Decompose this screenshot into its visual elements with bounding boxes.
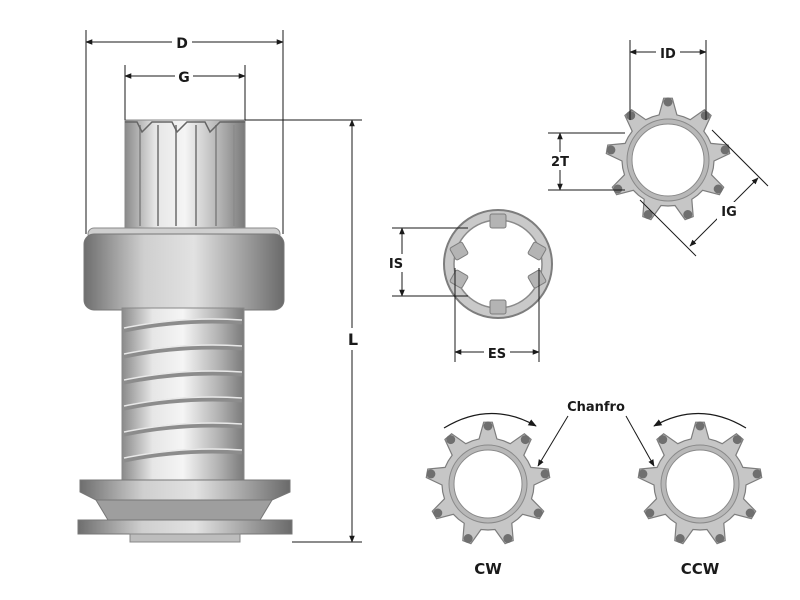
cw-rotation-arrow bbox=[443, 412, 537, 429]
gear-tooth-tip bbox=[613, 184, 623, 194]
gear-tooth-tip bbox=[675, 534, 685, 543]
gear-bore bbox=[631, 123, 705, 197]
gear-tooth-tip bbox=[483, 421, 493, 431]
spring-highlight bbox=[123, 318, 243, 459]
label-2t: 2T bbox=[551, 155, 569, 170]
gear-tooth-tip bbox=[745, 508, 755, 518]
gear-tooth-tip bbox=[663, 97, 673, 107]
gear-tooth-tip bbox=[533, 508, 543, 518]
gear-tooth-tip bbox=[626, 111, 636, 121]
drive-assembly bbox=[77, 119, 293, 543]
gear-tooth-tip bbox=[540, 469, 550, 479]
gear-cw bbox=[425, 421, 551, 545]
gear-tooth-tip bbox=[683, 210, 693, 219]
label-id: ID bbox=[660, 47, 676, 62]
gear-bore bbox=[453, 449, 523, 519]
flange-bottom bbox=[77, 519, 293, 535]
flange-groove bbox=[95, 499, 273, 521]
gear-tooth-tip bbox=[643, 210, 653, 219]
gear-ccw bbox=[637, 421, 763, 545]
gear-tooth-tip bbox=[695, 421, 705, 431]
gear-tooth-tip bbox=[720, 145, 730, 155]
gear-tooth-tip bbox=[446, 435, 456, 445]
pinion-top-edge bbox=[125, 121, 245, 134]
pinion-body bbox=[124, 119, 246, 229]
gear-bore bbox=[665, 449, 735, 519]
gear-tooth-tip bbox=[463, 534, 473, 543]
gear-tooth-tip bbox=[700, 111, 710, 121]
label-is: IS bbox=[389, 257, 403, 272]
gear-tooth-tip bbox=[752, 469, 762, 479]
gear-top bbox=[605, 97, 731, 221]
gear-tooth-tip bbox=[732, 435, 742, 445]
pinion-grooves bbox=[139, 125, 235, 226]
gear-tooth-tip bbox=[713, 184, 723, 194]
gear-tooth-tip bbox=[520, 435, 530, 445]
label-d: D bbox=[176, 36, 188, 52]
gear-tooth-tip bbox=[715, 534, 725, 543]
label-g: G bbox=[178, 70, 190, 86]
label-ig: IG bbox=[721, 205, 737, 220]
gear-tooth-tip bbox=[606, 145, 616, 155]
gear-tooth-tip bbox=[433, 508, 443, 518]
label-es: ES bbox=[488, 347, 506, 362]
flange-top bbox=[79, 479, 291, 501]
flange-base bbox=[129, 533, 241, 543]
gear-tooth-tip bbox=[638, 469, 648, 479]
label-cw: CW bbox=[474, 560, 502, 578]
gear-tooth-tip bbox=[503, 534, 513, 543]
spring bbox=[123, 318, 243, 463]
gear-tooth-tip bbox=[645, 508, 655, 518]
label-chanfro: Chanfro bbox=[567, 400, 625, 415]
gear-tooth-tip bbox=[426, 469, 436, 479]
spline-ring bbox=[443, 209, 553, 319]
ccw-rotation-arrow bbox=[653, 412, 747, 429]
gear-tooth-tip bbox=[658, 435, 668, 445]
chanfro-leader-left bbox=[537, 415, 569, 467]
label-l: L bbox=[348, 330, 358, 349]
collar bbox=[83, 233, 285, 311]
label-ccw: CCW bbox=[681, 560, 720, 578]
spline-keys bbox=[449, 213, 547, 315]
chanfro-leader-right bbox=[625, 415, 655, 467]
